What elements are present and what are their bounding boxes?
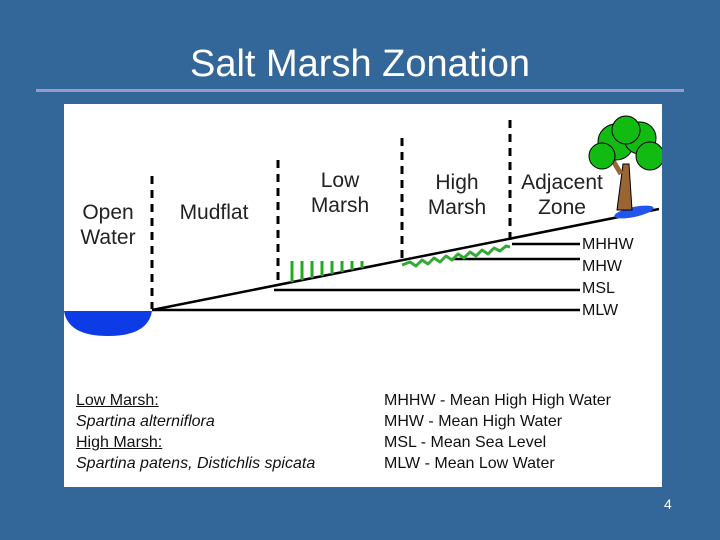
tide-legend-item: MSL - Mean Sea Level [384, 434, 547, 451]
high-marsh-grass [401, 244, 511, 268]
zone-adjacent: Adjacent Zone [521, 171, 603, 219]
tree-icon [588, 115, 662, 211]
tide-legend: MHHW - Mean High High Water MHW - Mean H… [384, 390, 611, 474]
zone-high-marsh: High Marsh [427, 171, 487, 219]
species-legend: Low Marsh: Spartina alterniflora High Ma… [76, 390, 315, 474]
tide-legend-item: MHW - Mean High Water [384, 413, 563, 430]
grass-icon [290, 261, 364, 282]
upland-water [614, 205, 654, 219]
zone-mudflat: Mudflat [179, 201, 249, 224]
level-mhw: MHW [582, 258, 622, 275]
legend-high-marsh-species: Spartina patens, Distichlis spicata [76, 455, 316, 472]
level-mhhw: MHHW [582, 236, 634, 253]
legend-high-marsh-heading: High Marsh: [76, 434, 163, 451]
legend-low-marsh-heading: Low Marsh: [76, 392, 159, 409]
marsh-diagram [64, 115, 662, 336]
tide-legend-item: MHHW - Mean High High Water [384, 392, 612, 409]
level-msl: MSL [582, 280, 615, 297]
level-mlw: MLW [582, 302, 619, 319]
zone-low-marsh: Low Marsh [310, 169, 370, 217]
zone-dividers [150, 120, 512, 309]
diagram-panel: Open Water Mudflat Low Marsh High Marsh … [64, 104, 662, 487]
slide-title: Salt Marsh Zonation [189, 43, 531, 85]
zone-open-water: Open Water [80, 201, 136, 249]
title-divider [36, 89, 684, 92]
legend-low-marsh-species: Spartina alterniflora [76, 413, 215, 430]
tide-legend-item: MLW - Mean Low Water [384, 455, 555, 472]
page-number: 4 [664, 496, 672, 512]
ground-slope [151, 207, 660, 312]
water-pool-icon [64, 311, 152, 336]
